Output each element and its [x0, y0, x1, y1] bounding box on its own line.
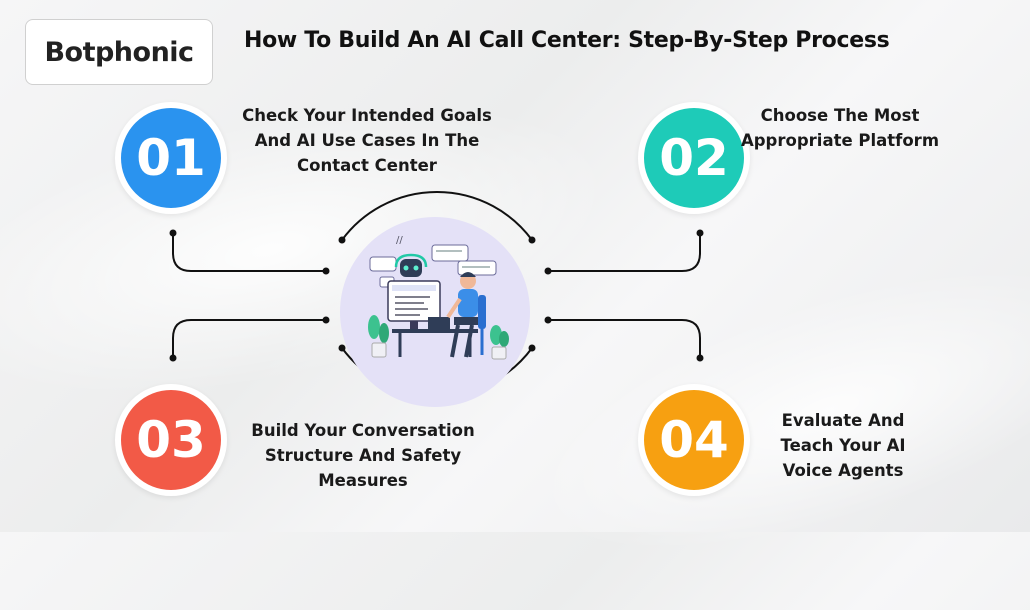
step-03-text: Build Your Conversation Structure And Sa… — [251, 421, 475, 490]
step-04-text: Evaluate And Teach Your AI Voice Agents — [780, 411, 906, 480]
step-01-badge: 01 — [115, 102, 227, 214]
connector-01 — [172, 233, 326, 272]
step-04-badge: 04 — [638, 384, 750, 496]
connector-lines — [169, 191, 704, 397]
step-number: 02 — [659, 129, 729, 187]
upper-arc — [341, 191, 533, 241]
botphonic-logo: Botphonic — [25, 19, 213, 85]
step-02-text: Choose The Most Appropriate Platform — [740, 106, 940, 150]
page-title: How To Build An AI Call Center: Step-By-… — [244, 28, 890, 53]
step-number: 03 — [136, 411, 206, 469]
connector-04 — [548, 319, 701, 358]
step-03-badge: 03 — [115, 384, 227, 496]
connector-03 — [172, 319, 326, 358]
step-01-text: Check Your Intended Goals And AI Use Cas… — [242, 106, 492, 175]
connector-02 — [548, 233, 701, 272]
step-02-badge: 02 — [638, 102, 750, 214]
step-number: 04 — [659, 411, 729, 469]
svg-text://: // — [396, 235, 403, 246]
ai-agent-at-computer-icon: // — [368, 235, 509, 360]
logo-text: Botphonic — [44, 36, 194, 68]
step-number: 01 — [136, 129, 206, 187]
